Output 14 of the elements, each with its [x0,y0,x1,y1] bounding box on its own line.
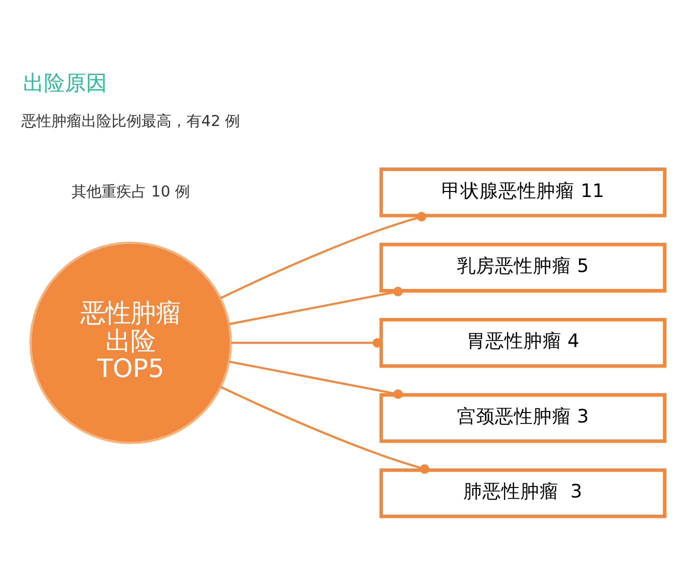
node-box: 肺恶性肿瘤 3 [380,468,666,518]
node-box: 胃恶性肿瘤 4 [380,317,666,368]
label: 其他重疾占 10 例 [71,182,190,200]
connector [229,360,403,398]
connector [220,211,426,299]
node-circle: 恶性肿瘤出险TOP5 [30,241,232,444]
diagram-title: 出险原因 [22,70,107,94]
connector [220,386,430,474]
connector [231,338,382,348]
node-box: 甲状腺恶性肿瘤 11 [380,167,666,217]
node-box: 乳房恶性肿瘤 5 [380,242,666,292]
connector [229,286,403,325]
label: 恶性肿瘤出险比例最高，有42 例 [21,111,240,130]
node-box: 宫颈恶性肿瘤 3 [380,392,666,442]
